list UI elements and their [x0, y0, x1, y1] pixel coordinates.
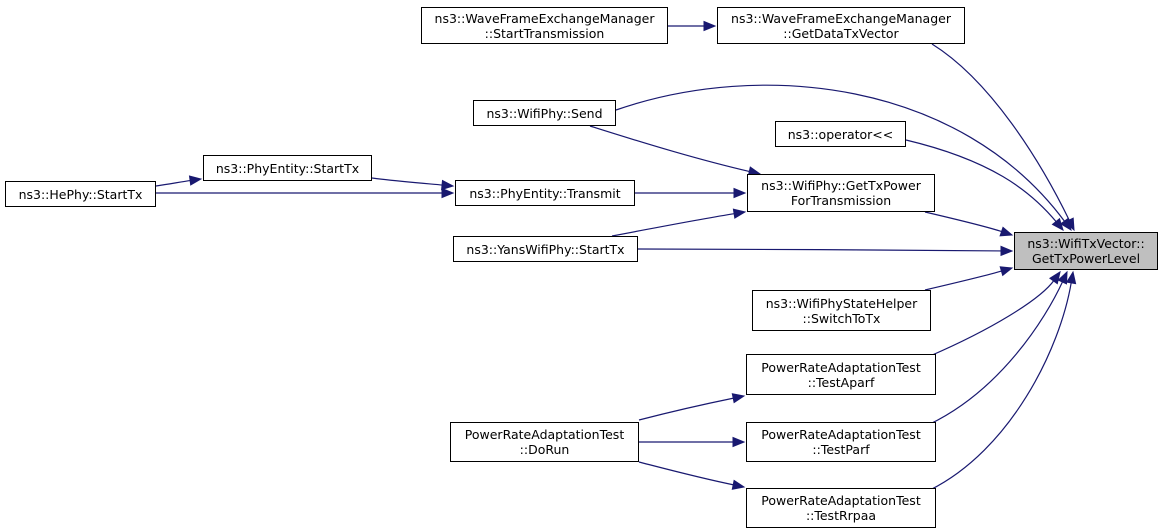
arrowhead-testrrpaa: [731, 479, 746, 490]
arrowhead-getpower: [732, 208, 747, 219]
edge-op_lshift-to-target: [905, 139, 1058, 223]
node-yans-wifi-phy-start-tx[interactable]: ns3::YansWifiPhy::StartTx: [453, 236, 638, 262]
edge-wfem_get-to-target: [931, 43, 1071, 222]
arrowhead-target: [1049, 270, 1061, 285]
arrowhead-target: [1051, 217, 1064, 232]
node-label-line: PowerRateAdaptationTest: [761, 359, 921, 375]
node-label-line: PowerRateAdaptationTest: [464, 427, 625, 442]
edge-dorun-to-testrrpaa: [638, 461, 735, 486]
edge-testaparf-to-target: [929, 279, 1055, 357]
arrowhead-getpower: [733, 187, 747, 199]
node-label-line: ns3::WaveFrameExchangeManager: [434, 10, 655, 26]
node-wave-frame-exchange-manager-start-transmission[interactable]: ns3::WaveFrameExchangeManager ::StartTra…: [421, 7, 668, 44]
edge-wifiphy_send-to-getpower: [589, 125, 751, 173]
edge-wifiphy_send-to-target: [615, 84, 1066, 223]
arrowhead-target: [1059, 217, 1072, 232]
node-label-line: PowerRateAdaptationTest: [761, 493, 921, 508]
node-label-line: ::TestAparf: [807, 374, 875, 390]
node-label-line: ns3::WifiPhy::Send: [486, 105, 603, 121]
node-label-line: ::TestRrpaa: [805, 508, 877, 523]
arrowhead-target: [1065, 270, 1077, 285]
node-label-line: ns3::WifiTxVector::: [1027, 236, 1145, 251]
node-power-rate-adaptation-test-test-aparf[interactable]: PowerRateAdaptationTest ::TestAparf: [746, 354, 936, 395]
node-label-line: ForTransmission: [790, 193, 892, 208]
node-label-line: GetTxPowerLevel: [1031, 251, 1141, 266]
node-label-line: ns3::operator<<: [787, 126, 894, 142]
node-label-line: ::GetDataTxVector: [783, 25, 899, 41]
node-label-line: ns3::WifiPhyStateHelper: [765, 295, 918, 311]
edge-yans_starttx-to-getpower: [611, 212, 736, 237]
node-label-line: ns3::PhyEntity::Transmit: [469, 185, 621, 201]
node-wave-frame-exchange-manager-get-data-tx-vector[interactable]: ns3::WaveFrameExchangeManager ::GetDataT…: [717, 7, 965, 44]
node-phy-entity-transmit[interactable]: ns3::PhyEntity::Transmit: [455, 180, 635, 206]
arrowhead-wfem_get: [703, 20, 717, 32]
node-operator-lshift[interactable]: ns3::operator<<: [775, 121, 906, 147]
edge-phyentity_starttx-to-phyentity_transmit: [371, 177, 444, 186]
node-power-rate-adaptation-test-test-parf[interactable]: PowerRateAdaptationTest ::TestParf: [746, 422, 936, 462]
node-power-rate-adaptation-test-test-rrpaa[interactable]: PowerRateAdaptationTest ::TestRrpaa: [746, 488, 936, 528]
node-he-phy-start-tx[interactable]: ns3::HePhy::StartTx: [5, 181, 156, 207]
node-phy-entity-start-tx[interactable]: ns3::PhyEntity::StartTx: [203, 155, 372, 181]
arrowhead-target: [1000, 245, 1014, 257]
edge-dorun-to-testaparf: [638, 397, 735, 421]
node-label-line: ns3::HePhy::StartTx: [18, 186, 143, 202]
node-label-line: PowerRateAdaptationTest: [761, 427, 921, 442]
node-label-line: ::DoRun: [519, 442, 570, 457]
node-label-line: ::TestParf: [812, 442, 870, 457]
edge-testparf-to-target: [929, 280, 1064, 425]
arrowhead-phyentity_starttx: [188, 175, 203, 186]
arrowhead-target: [999, 226, 1014, 237]
arrowhead-testaparf: [731, 393, 746, 404]
node-label-line: ns3::YansWifiPhy::StartTx: [466, 241, 625, 257]
node-label-line: ::SwitchToTx: [802, 310, 881, 326]
arrowhead-phyentity_transmit: [441, 187, 455, 199]
node-wifi-phy-send[interactable]: ns3::WifiPhy::Send: [473, 100, 616, 126]
node-label-line: ns3::WaveFrameExchangeManager: [731, 10, 951, 26]
node-label-line: ns3::PhyEntity::StartTx: [215, 160, 360, 176]
node-wifi-phy-get-tx-power-for-transmission[interactable]: ns3::WifiPhy::GetTxPower ForTransmission: [747, 174, 935, 212]
node-wifi-phy-state-helper-switch-to-tx[interactable]: ns3::WifiPhyStateHelper ::SwitchToTx: [752, 290, 931, 331]
edge-testrrpaa-to-target: [929, 281, 1072, 491]
edge-yans_starttx-to-target: [637, 248, 1003, 252]
node-label-line: ns3::WifiPhy::GetTxPower: [761, 178, 921, 193]
arrowhead-target: [1057, 270, 1068, 285]
edge-getpower-to-target: [924, 211, 1003, 233]
arrowhead-target: [999, 266, 1014, 277]
node-power-rate-adaptation-test-do-run[interactable]: PowerRateAdaptationTest ::DoRun: [450, 422, 639, 462]
edge-statehelper-to-target: [924, 270, 1003, 291]
node-label-line: ::StartTransmission: [484, 25, 605, 41]
arrowhead-testparf: [732, 436, 746, 448]
edge-hephy_starttx-to-phyentity_starttx: [155, 179, 192, 187]
arrowhead-phyentity_transmit: [441, 179, 455, 191]
node-wifi-tx-vector-get-tx-power-level: ns3::WifiTxVector:: GetTxPowerLevel: [1014, 232, 1158, 270]
